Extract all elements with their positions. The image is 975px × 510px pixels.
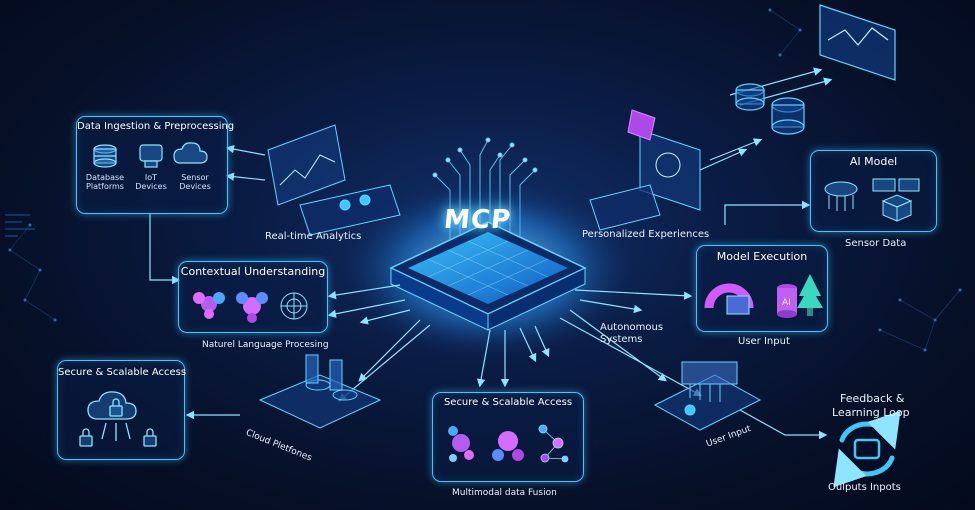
personalized-experiences-label: Personalized Experiences (582, 229, 710, 240)
tree-icon (797, 274, 823, 316)
sensor-devices-label: Sensor Devices (179, 173, 211, 191)
iot-devices-label: IoT Devices (135, 173, 167, 191)
multimodal-caption: Multimodal data Fusion (452, 488, 557, 498)
fusion-icons (448, 424, 569, 463)
execution-icons (704, 274, 823, 318)
network-node-icon-1 (448, 426, 474, 462)
autonomous-label-line1: Autonomous (600, 322, 664, 333)
cloud-sensor-icon (173, 142, 208, 164)
neural-flower-icon (193, 292, 225, 319)
secure-access-left-panel: Secure & Scalable Access (57, 360, 187, 460)
personalized-experiences-illustration (589, 109, 701, 231)
nlp-caption: Naturel Language Procesing (202, 340, 329, 350)
code-lines-decoration (5, 214, 35, 237)
realtime-analytics-illustration (267, 124, 401, 236)
network-node-icon-2 (492, 431, 524, 461)
ai-model-panel: AI Model (810, 150, 937, 232)
panel-title: Secure & Scalable Access (58, 367, 187, 378)
realtime-analytics-label: Real-time Analytics (265, 231, 362, 242)
lock-icon-left (79, 428, 93, 447)
panel-title: Contextual Understanding (180, 265, 326, 278)
top-right-dashboard-illustration (735, 4, 896, 135)
model-execution-panel: Model Execution AI (696, 245, 828, 332)
ai-model-icons (824, 178, 920, 222)
ai-chip-label: AI (782, 298, 791, 308)
mcp-title: MCP (442, 205, 513, 235)
user-input-caption-right: User Input (738, 336, 790, 347)
feedback-loop-icon (833, 410, 901, 488)
iot-device-icon (139, 144, 163, 168)
panel-title: Data Ingestion & Preprocessing (77, 121, 235, 132)
autonomous-label-line2: Systems (600, 334, 643, 345)
contextual-understanding-panel: Contextual Understanding (178, 261, 328, 333)
nlp-icons (193, 292, 308, 323)
sensor-data-caption: Sensor Data (845, 238, 907, 249)
secure-icons (79, 391, 157, 447)
secure-access-bottom-panel: Secure & Scalable Access (432, 392, 584, 482)
screen-icon (872, 178, 920, 192)
magnet-icon (704, 283, 754, 315)
data-ingestion-panel: Data Ingestion & Preprocessing Database … (76, 116, 235, 214)
ai-cylinder-icon (777, 284, 797, 318)
ingestion-icons (93, 142, 208, 168)
network-node-icon-3 (538, 424, 569, 463)
panel-title: Model Execution (716, 250, 808, 263)
molecule-icon (236, 292, 268, 323)
feedback-caption: Oulputs Inpots (828, 482, 901, 493)
radar-icon (280, 292, 308, 320)
cube-icon (881, 194, 913, 222)
network-decoration (8, 8, 962, 352)
panel-title: AI Model (849, 155, 898, 168)
feedback-title-line2: Learning Loop (832, 406, 910, 419)
feedback-title-line1: Feedback & (840, 392, 905, 405)
cloud-platforms-illustration (258, 354, 382, 429)
processor-icon (824, 181, 858, 211)
user-input-illustration (653, 361, 762, 431)
mcp-chip-illustration (389, 221, 587, 331)
database-platforms-label: Database Platforms (85, 173, 125, 191)
panel-title: Secure & Scalable Access (443, 397, 573, 408)
database-icon (93, 144, 117, 168)
lock-icon-right (143, 428, 157, 447)
